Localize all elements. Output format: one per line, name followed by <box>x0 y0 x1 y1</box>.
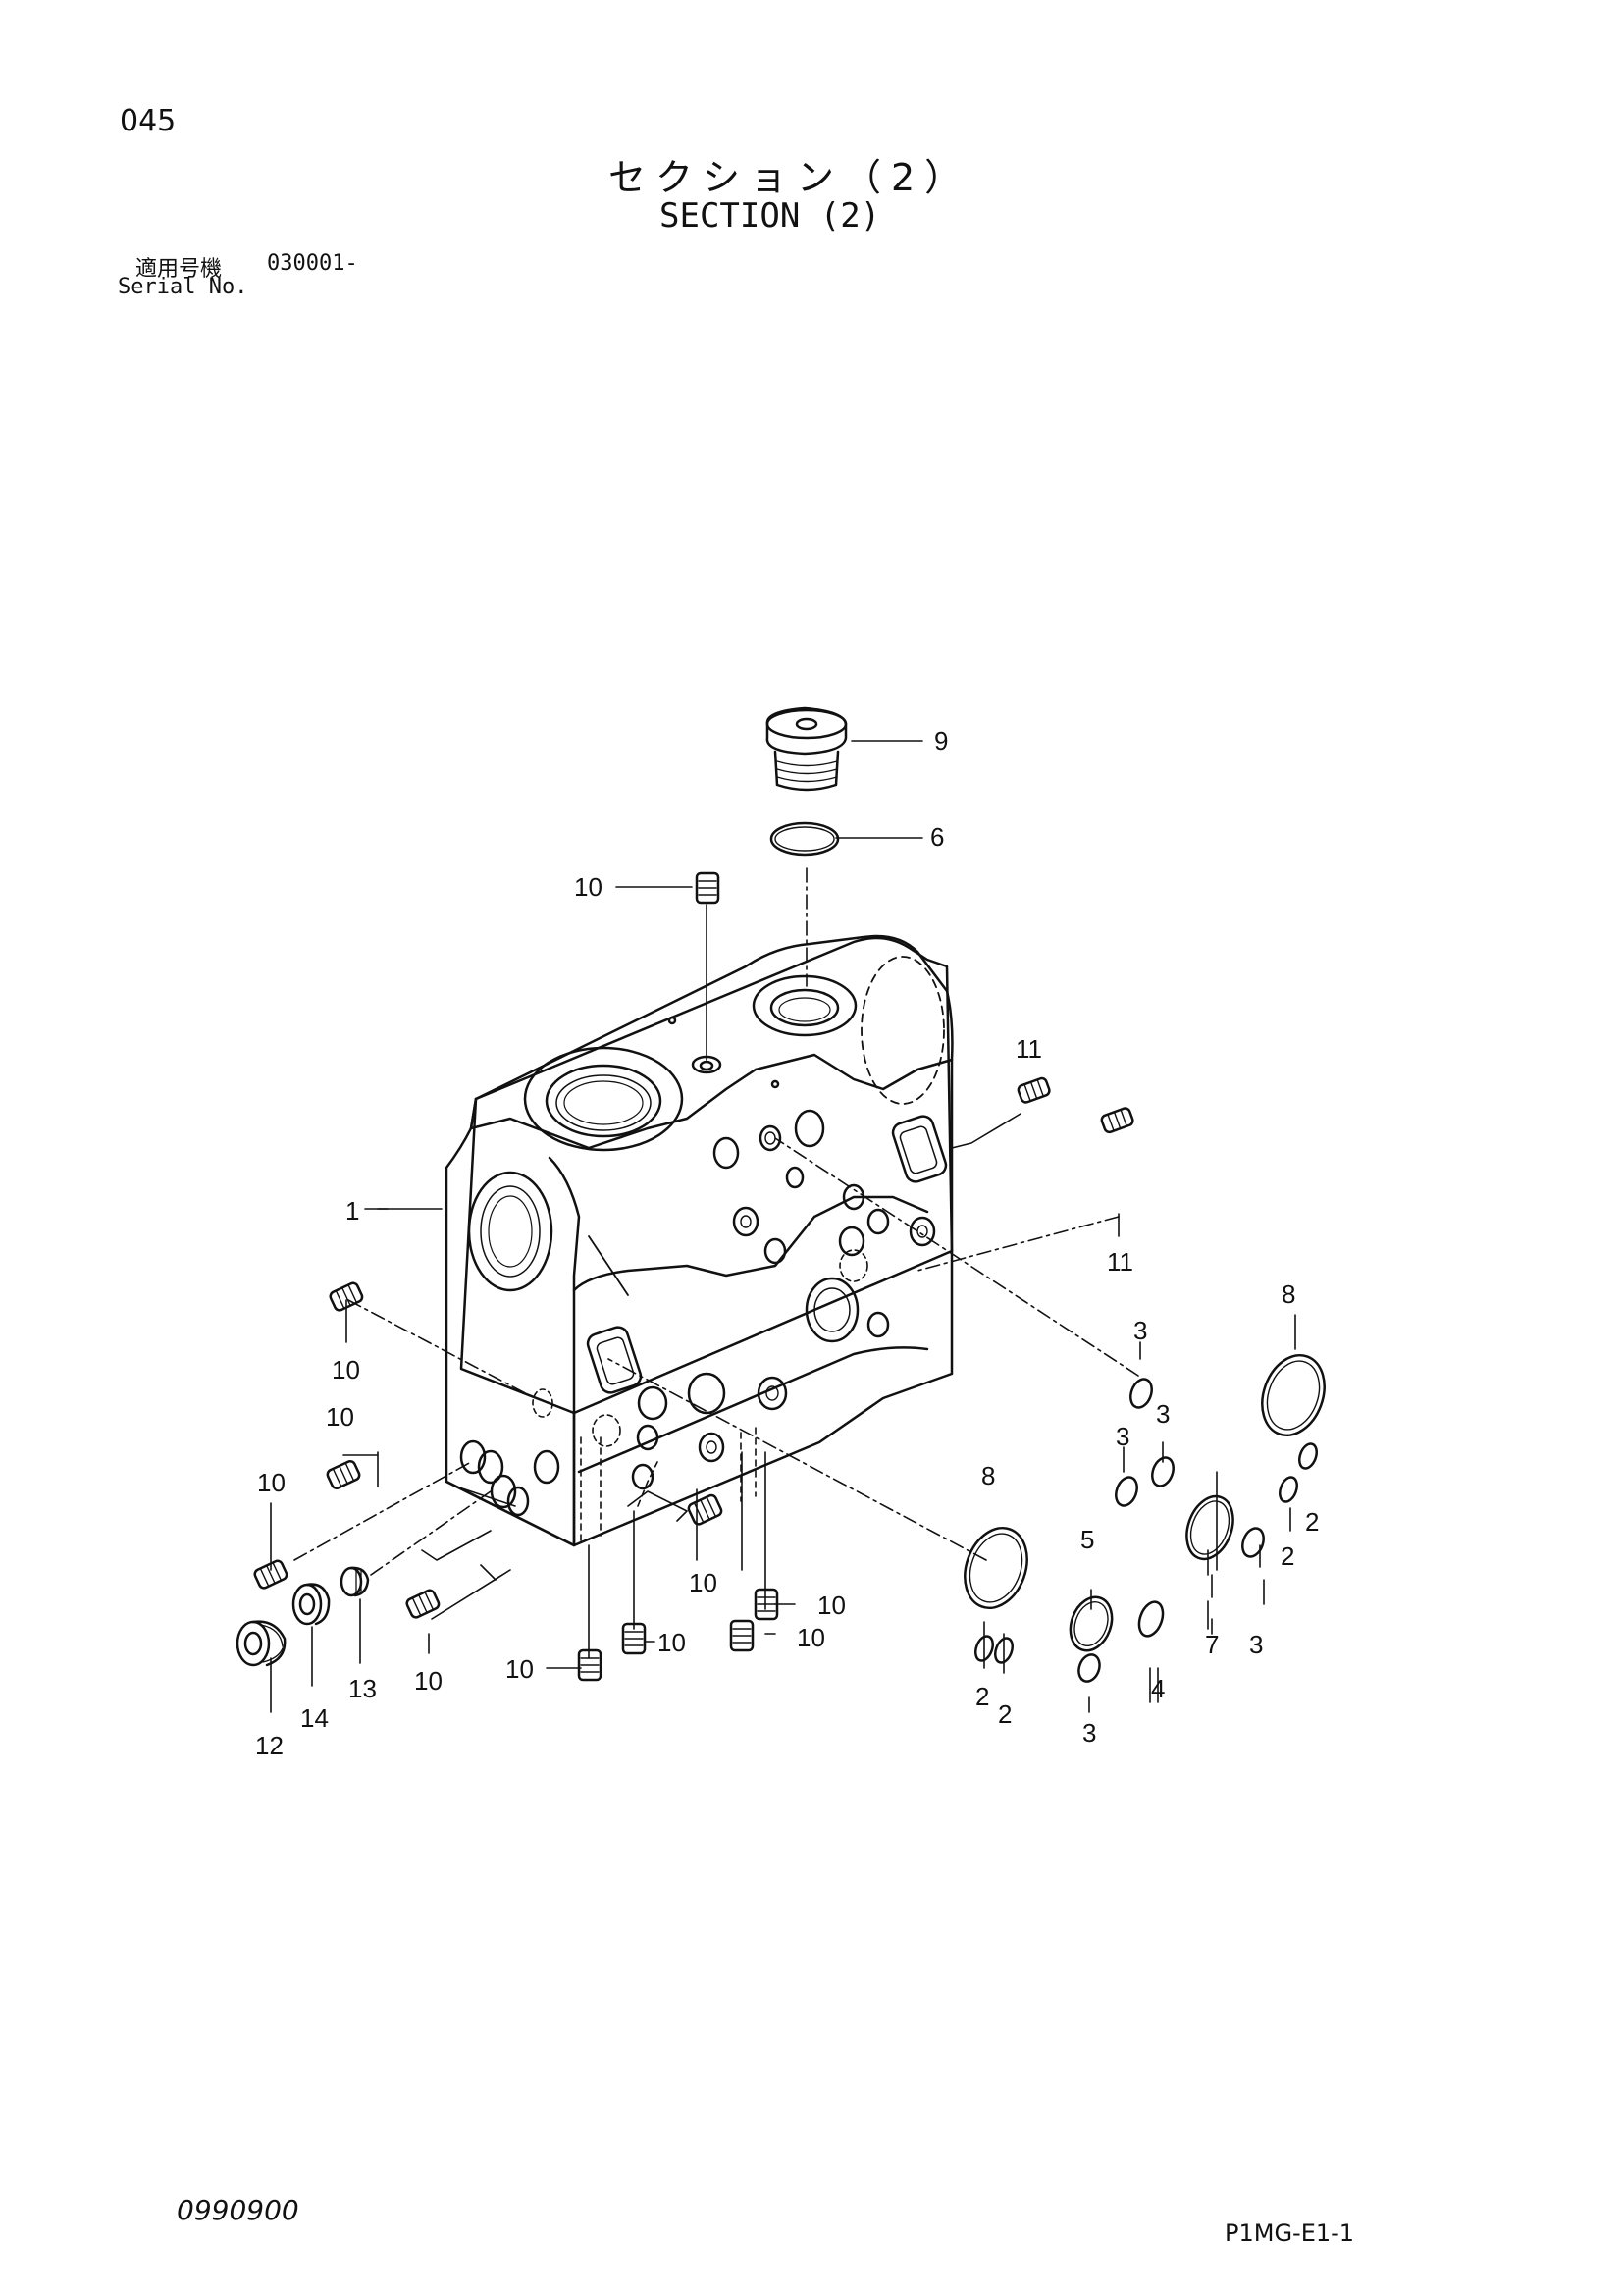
callout-6: 6 <box>930 822 944 852</box>
callout-10: 10 <box>817 1591 846 1620</box>
callout-10: 10 <box>332 1355 360 1384</box>
plug-part-12 <box>236 1620 287 1667</box>
callout-10: 10 <box>797 1623 825 1652</box>
callout-10: 10 <box>505 1654 534 1684</box>
plug-part-13 <box>340 1566 370 1597</box>
callout-2: 2 <box>975 1682 989 1711</box>
callout-13: 13 <box>348 1674 377 1703</box>
callout-14: 14 <box>300 1703 329 1733</box>
o-ring-part-3-d <box>1077 1653 1101 1683</box>
callout-10: 10 <box>574 872 602 902</box>
o-ring-part-8-middle <box>964 1526 1028 1610</box>
o-ring-part-2-c <box>1279 1476 1298 1503</box>
callout-2: 2 <box>998 1699 1012 1729</box>
o-ring-part-3-e <box>1241 1527 1265 1558</box>
callout-2: 2 <box>1305 1507 1319 1537</box>
o-ring-part-6 <box>769 821 840 857</box>
callout-5: 5 <box>1080 1525 1094 1554</box>
serial-label-japanese: 適用号機 <box>135 257 223 282</box>
callout-3: 3 <box>1156 1399 1170 1429</box>
plug-part-10-bottom-a <box>577 1648 602 1682</box>
o-ring-part-3-c <box>1115 1476 1138 1507</box>
o-ring-part-4 <box>1137 1600 1165 1638</box>
plug-part-10-bottom-d <box>754 1588 779 1621</box>
callout-11: 11 <box>1016 1034 1042 1064</box>
page-number: 045 <box>120 104 177 138</box>
o-ring-part-2-a <box>974 1635 994 1662</box>
leader-lines <box>270 740 1296 1713</box>
callout-10: 10 <box>414 1666 443 1696</box>
plug-part-11-b <box>1100 1107 1134 1134</box>
plug-part-10-left-d <box>405 1589 441 1619</box>
callout-4: 4 <box>1151 1674 1165 1703</box>
callout-10: 10 <box>326 1402 354 1432</box>
plug-part-10-top <box>695 871 720 905</box>
callout-3: 3 <box>1116 1422 1129 1451</box>
callout-2: 2 <box>1281 1541 1294 1571</box>
callout-7: 7 <box>1205 1630 1219 1659</box>
page-title: SECTION (2) <box>659 196 881 235</box>
plug-part-10-left-a <box>329 1281 364 1312</box>
plug-part-9 <box>765 706 848 792</box>
o-ring-part-7 <box>1185 1494 1234 1561</box>
o-ring-part-2-d <box>1298 1442 1318 1470</box>
callout-3: 3 <box>1082 1718 1096 1748</box>
plug-part-10-center <box>687 1493 723 1526</box>
valve-body <box>445 934 954 1547</box>
callout-10: 10 <box>257 1468 286 1497</box>
plug-part-11-a <box>1017 1076 1051 1104</box>
plug-part-14 <box>291 1583 331 1626</box>
plug-part-10-left-b <box>326 1459 361 1490</box>
plug-part-10-bottom-c <box>729 1619 755 1652</box>
callout-9: 9 <box>934 726 948 756</box>
callout-12: 12 <box>255 1731 284 1760</box>
callout-11: 11 <box>1107 1247 1133 1277</box>
o-ring-part-2-b <box>994 1637 1014 1664</box>
callout-8: 8 <box>1282 1279 1295 1309</box>
serial-label: Serial No. <box>118 275 248 299</box>
page-code: P1MG-E1-1 <box>1225 2219 1355 2247</box>
o-ring-part-5 <box>1069 1595 1114 1652</box>
document-code: 0990900 <box>177 2194 299 2226</box>
callout-3: 3 <box>1249 1630 1263 1659</box>
serial-number-value: 030001- <box>267 251 358 276</box>
o-ring-part-8-right <box>1261 1353 1326 1437</box>
callout-10: 10 <box>657 1628 686 1657</box>
plug-part-10-bottom-b <box>621 1622 647 1655</box>
callout-10: 10 <box>689 1568 717 1597</box>
callout-1: 1 <box>345 1196 359 1226</box>
o-ring-part-3-b <box>1151 1456 1175 1487</box>
plug-part-10-left-c <box>253 1559 288 1590</box>
page-title-japanese: セクション（2） <box>608 156 972 199</box>
callout-8: 8 <box>981 1461 995 1490</box>
callout-3: 3 <box>1133 1316 1147 1345</box>
o-ring-part-3-a <box>1129 1378 1153 1409</box>
